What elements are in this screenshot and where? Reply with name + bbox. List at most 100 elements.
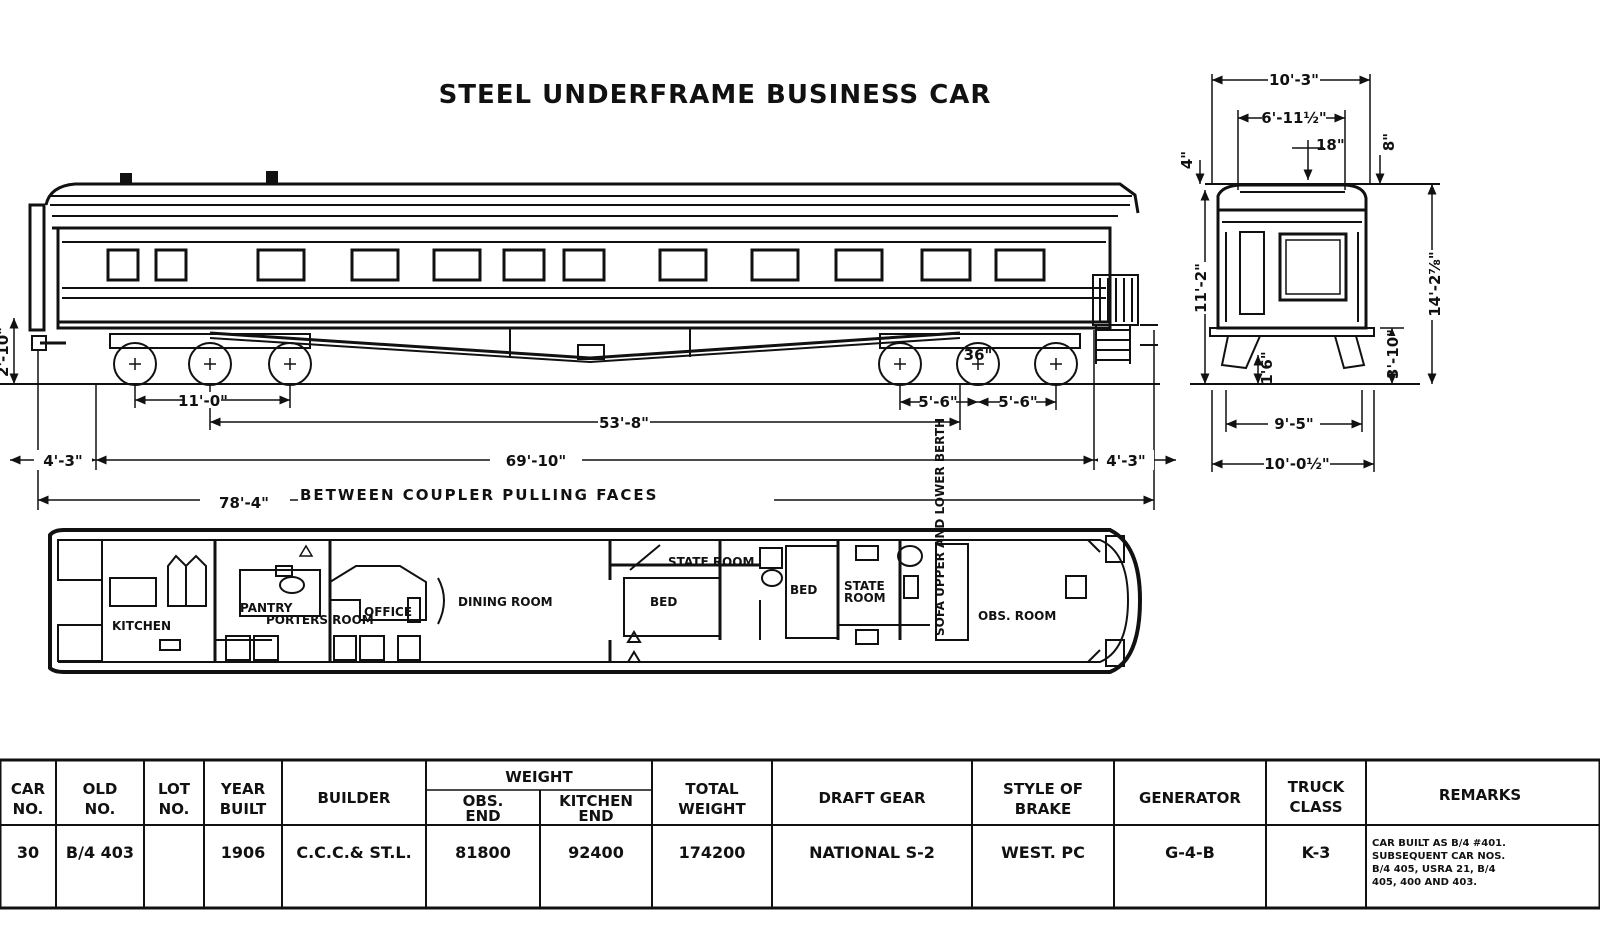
th-obs-end-1: OBS. [463,792,504,810]
room-label-sofa-berth: SOFA UPPER AND LOWER BERTH [933,418,947,636]
th-weight: WEIGHT [505,768,573,786]
truck-frame-left [109,333,311,349]
dim-left-small: 4" [1178,151,1196,169]
observation-platform [1092,274,1139,326]
th-remarks: REMARKS [1439,786,1521,804]
coupler-left [31,335,47,351]
td-old-no: B/4 403 [66,843,134,862]
room-label-state-room-1: STATE ROOM [668,555,754,569]
td-brake: WEST. PC [1001,843,1085,862]
td-remarks-3: B/4 405, USRA 21, B/4 [1372,864,1496,875]
end-truck [1220,335,1366,370]
side-window [154,248,188,282]
dim-width-over-sills: 10'-0½" [1264,455,1329,473]
side-window [562,248,606,282]
th-truck-class-1: TRUCK [1288,778,1346,796]
room-label-pantry: PANTRY [240,601,293,615]
dim-low-small: 1'6" [1258,351,1276,384]
side-window [256,248,306,282]
end-view: 10'-3" 6'-11½" 18" 8" 4" 11'-2" 14'-2⅞" … [1178,70,1446,473]
side-window [920,248,972,282]
car-data-table: CAR NO. OLD NO. LOT NO. YEAR BUILT BUILD… [0,758,1600,910]
room-label-office: OFFICE [364,605,412,619]
platform-steps [1095,324,1158,364]
wheel-hub [129,358,141,370]
td-kitchen-end: 92400 [568,843,624,862]
side-window [106,248,140,282]
dim-overall-length: 78'-4" [219,494,269,512]
dim-roof-width: 6'-11½" [1261,109,1326,127]
th-brake-2: BRAKE [1015,800,1071,818]
th-draft-gear: DRAFT GEAR [818,789,925,807]
roof-vent [120,173,132,183]
td-car-no: 30 [17,843,39,862]
th-year-built-2: BUILT [220,800,267,818]
office [329,565,427,621]
th-brake-1: STYLE OF [1003,780,1083,798]
th-lot-no-1: LOT [158,780,191,798]
side-window [502,248,546,282]
roof-vent [266,171,278,183]
th-obs-end-2: END [465,807,500,825]
dim-end-left: 4'-3" [43,452,83,470]
th-kitchen-end-2: END [578,807,613,825]
car-body [56,226,1112,330]
th-total-weight-1: TOTAL [685,780,739,798]
th-total-weight-2: WEIGHT [678,800,746,818]
td-remarks-2: SUBSEQUENT CAR NOS. [1372,851,1505,862]
td-truck-class: K-3 [1302,843,1331,862]
td-year-built: 1906 [221,843,266,862]
dim-top-small: 8" [1380,133,1398,151]
td-generator: G-4-B [1165,843,1215,862]
th-old-no-2: NO. [85,800,116,818]
drawing-title: STEEL UNDERFRAME BUSINESS CAR [439,80,992,110]
end-window [1278,232,1348,302]
th-car-no-1: CAR [11,780,46,798]
dim-lower-height: 3'-10" [1384,329,1402,379]
dim-overall-note: BETWEEN COUPLER PULLING FACES [300,486,658,504]
room-label-obs-room: OBS. ROOM [978,609,1056,623]
room-label-kitchen: KITCHEN [112,619,171,633]
truck-wheels [113,342,1078,386]
dim-truck-wheelbase: 11'-0" [178,392,228,410]
wheel-hub [972,358,984,370]
td-remarks-1: CAR BUILT AS B/4 #401. [1372,838,1506,849]
end-door [1239,231,1265,315]
th-generator: GENERATOR [1139,789,1241,807]
room-label-state-room-2-a: STATE [844,579,885,593]
dim-end-overall-width: 10'-3" [1269,71,1319,89]
side-elevation: 11'-0" 53'-8" 5'-6" 5'-6" 4'-3" 69'-10" … [0,171,1176,512]
th-year-built-1: YEAR [220,780,266,798]
side-window [994,248,1046,282]
th-car-no-2: NO. [13,800,44,818]
dim-axle-a: 5'-6" [918,393,958,411]
dim-axle-b: 5'-6" [998,393,1038,411]
room-label-state-room-2-b: ROOM [844,591,886,605]
td-builder: C.C.C.& ST.L. [296,843,411,862]
th-builder: BUILDER [317,789,390,807]
end-platform-left [28,203,46,332]
wheel-hub [284,358,296,370]
side-window [658,248,708,282]
side-window [750,248,800,282]
td-obs-end: 81800 [455,843,511,862]
dim-total-height: 14'-2⅞" [1426,251,1444,316]
dim-truck-centers: 53'-8" [599,414,649,432]
dim-end-right: 4'-3" [1106,452,1146,470]
th-truck-class-2: CLASS [1289,798,1342,816]
td-draft-gear: NATIONAL S-2 [809,843,935,862]
td-total-weight: 174200 [679,843,746,862]
floor-plan: KITCHEN PANTRY PORTERS ROOM OFFICE DININ… [48,418,1143,674]
truck-frame-right [879,333,1081,349]
side-windows [106,248,1046,282]
th-old-no-1: OLD [83,780,118,798]
dim-sill-width: 9'-5" [1274,415,1314,433]
wheel-hub [204,358,216,370]
vestibule-left [57,539,103,581]
side-window [432,248,482,282]
dim-body-length: 69'-10" [506,452,566,470]
wheel-hub [1050,358,1062,370]
th-kitchen-end-1: KITCHEN [559,792,633,810]
room-label-bed-1: BED [650,595,677,609]
